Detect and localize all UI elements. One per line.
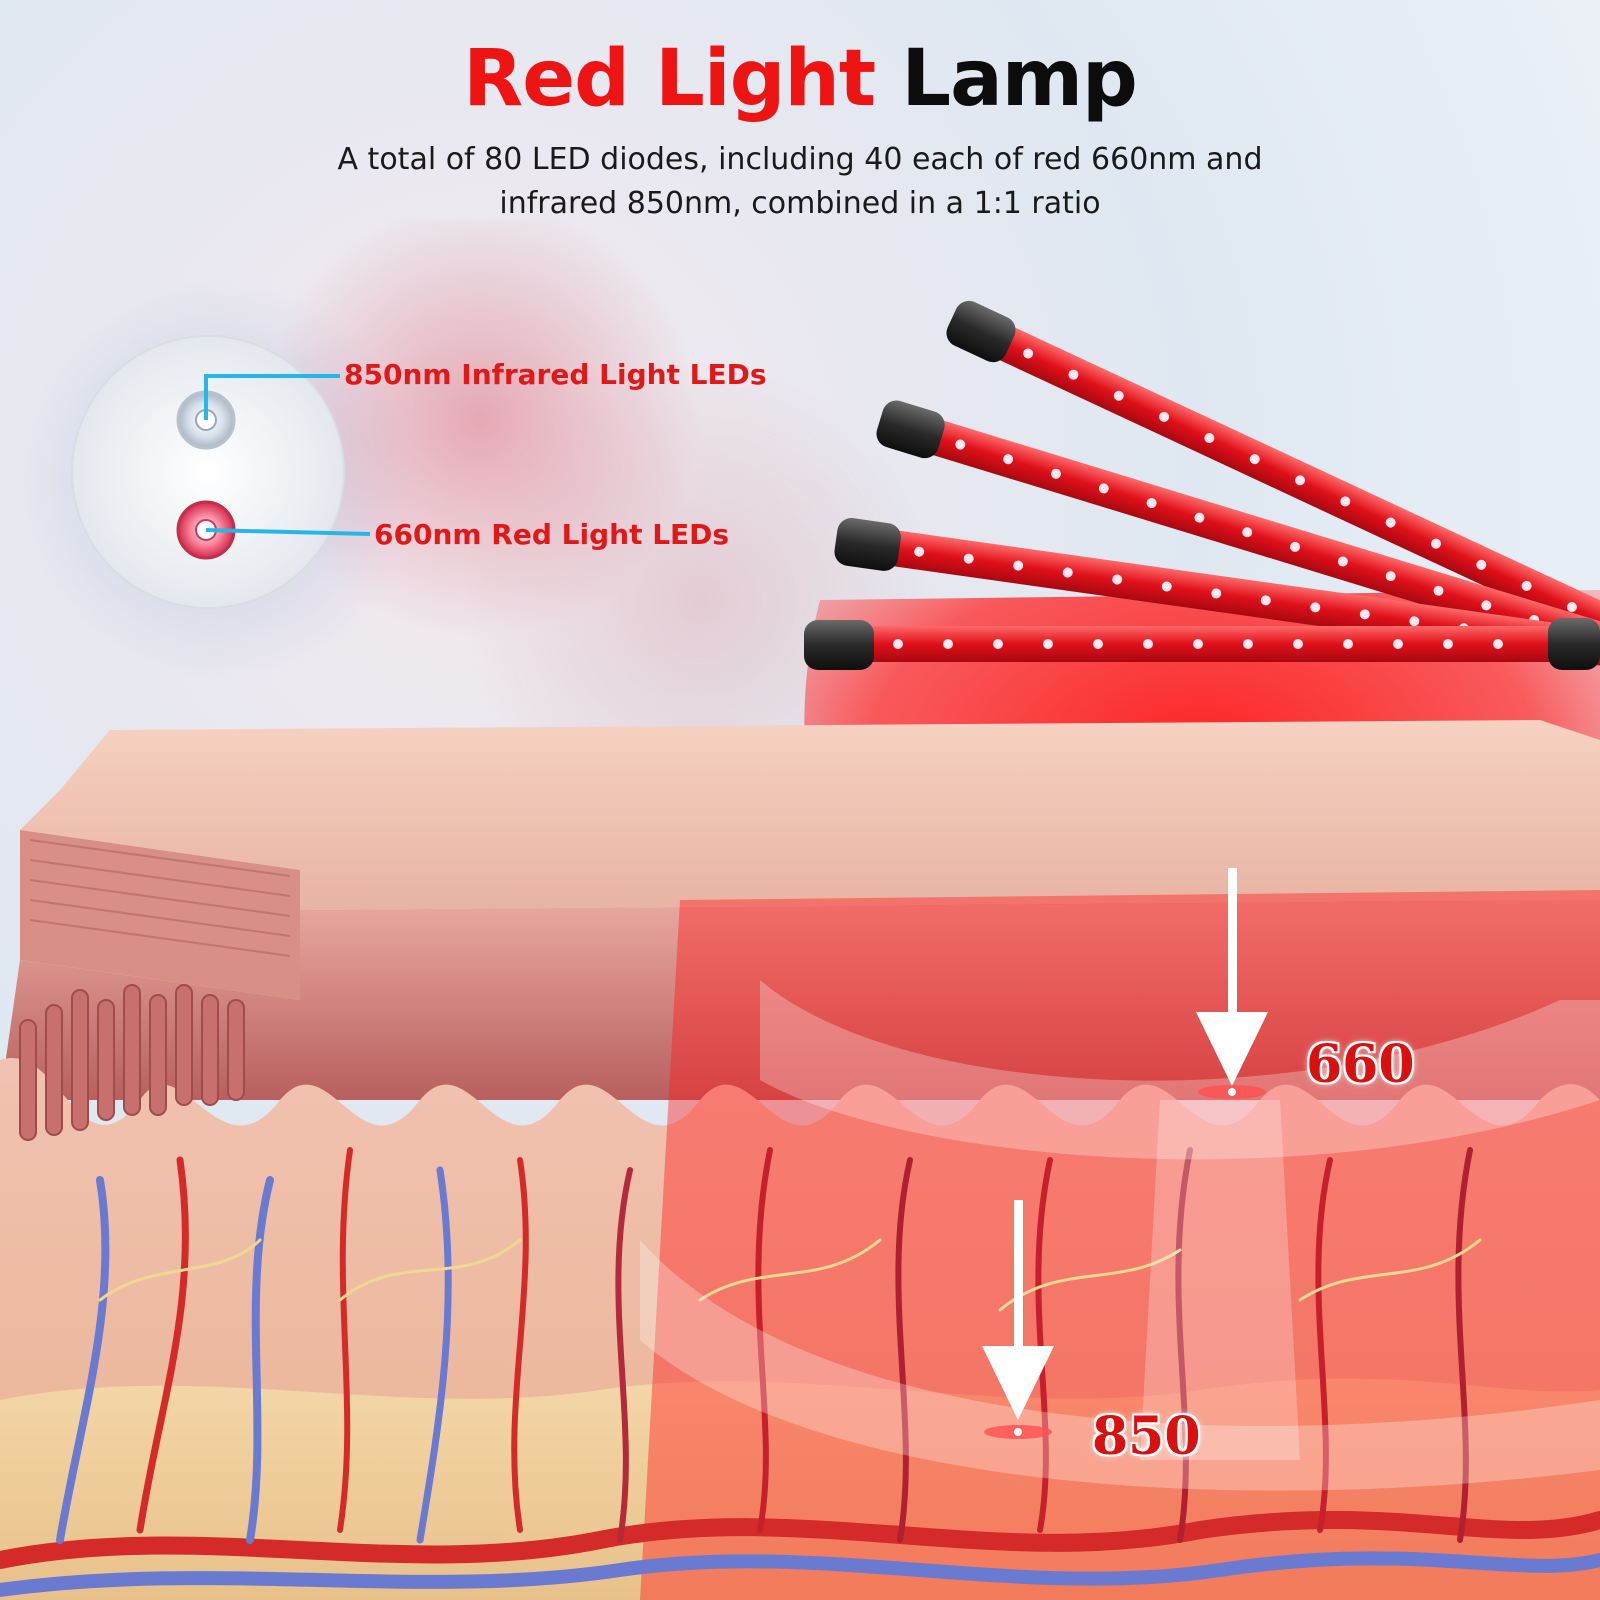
depth-marker-660: 660 xyxy=(1306,1034,1415,1095)
papillae xyxy=(19,984,245,1141)
title-red-part: Red Light xyxy=(463,34,876,124)
down-arrow-icon xyxy=(1196,868,1268,1099)
infrared-led-label: 850nm Infrared Light LEDs xyxy=(344,358,767,391)
red-led-label: 660nm Red Light LEDs xyxy=(374,518,730,551)
page-title: Red Light Lamp xyxy=(0,34,1600,124)
led-closeup-lens xyxy=(71,335,371,609)
subtitle-line-2: infrared 850nm, combined in a 1:1 ratio xyxy=(499,186,1101,221)
penetration-zone xyxy=(640,980,1600,1491)
led-bar xyxy=(946,300,1600,653)
red-callout-line xyxy=(205,528,371,536)
down-arrow-icon xyxy=(982,1200,1054,1439)
blood-vessels xyxy=(0,1147,1600,1597)
led-light-bars xyxy=(804,300,1600,670)
skin-block xyxy=(0,720,1600,1600)
infrared-callout-line xyxy=(204,374,340,420)
led-bar xyxy=(804,618,1600,670)
subtitle: A total of 80 LED diodes, including 40 e… xyxy=(200,138,1400,226)
subtitle-line-1: A total of 80 LED diodes, including 40 e… xyxy=(337,142,1263,177)
depth-marker-850: 850 xyxy=(1092,1406,1201,1467)
title-black-part: Lamp xyxy=(901,34,1137,124)
